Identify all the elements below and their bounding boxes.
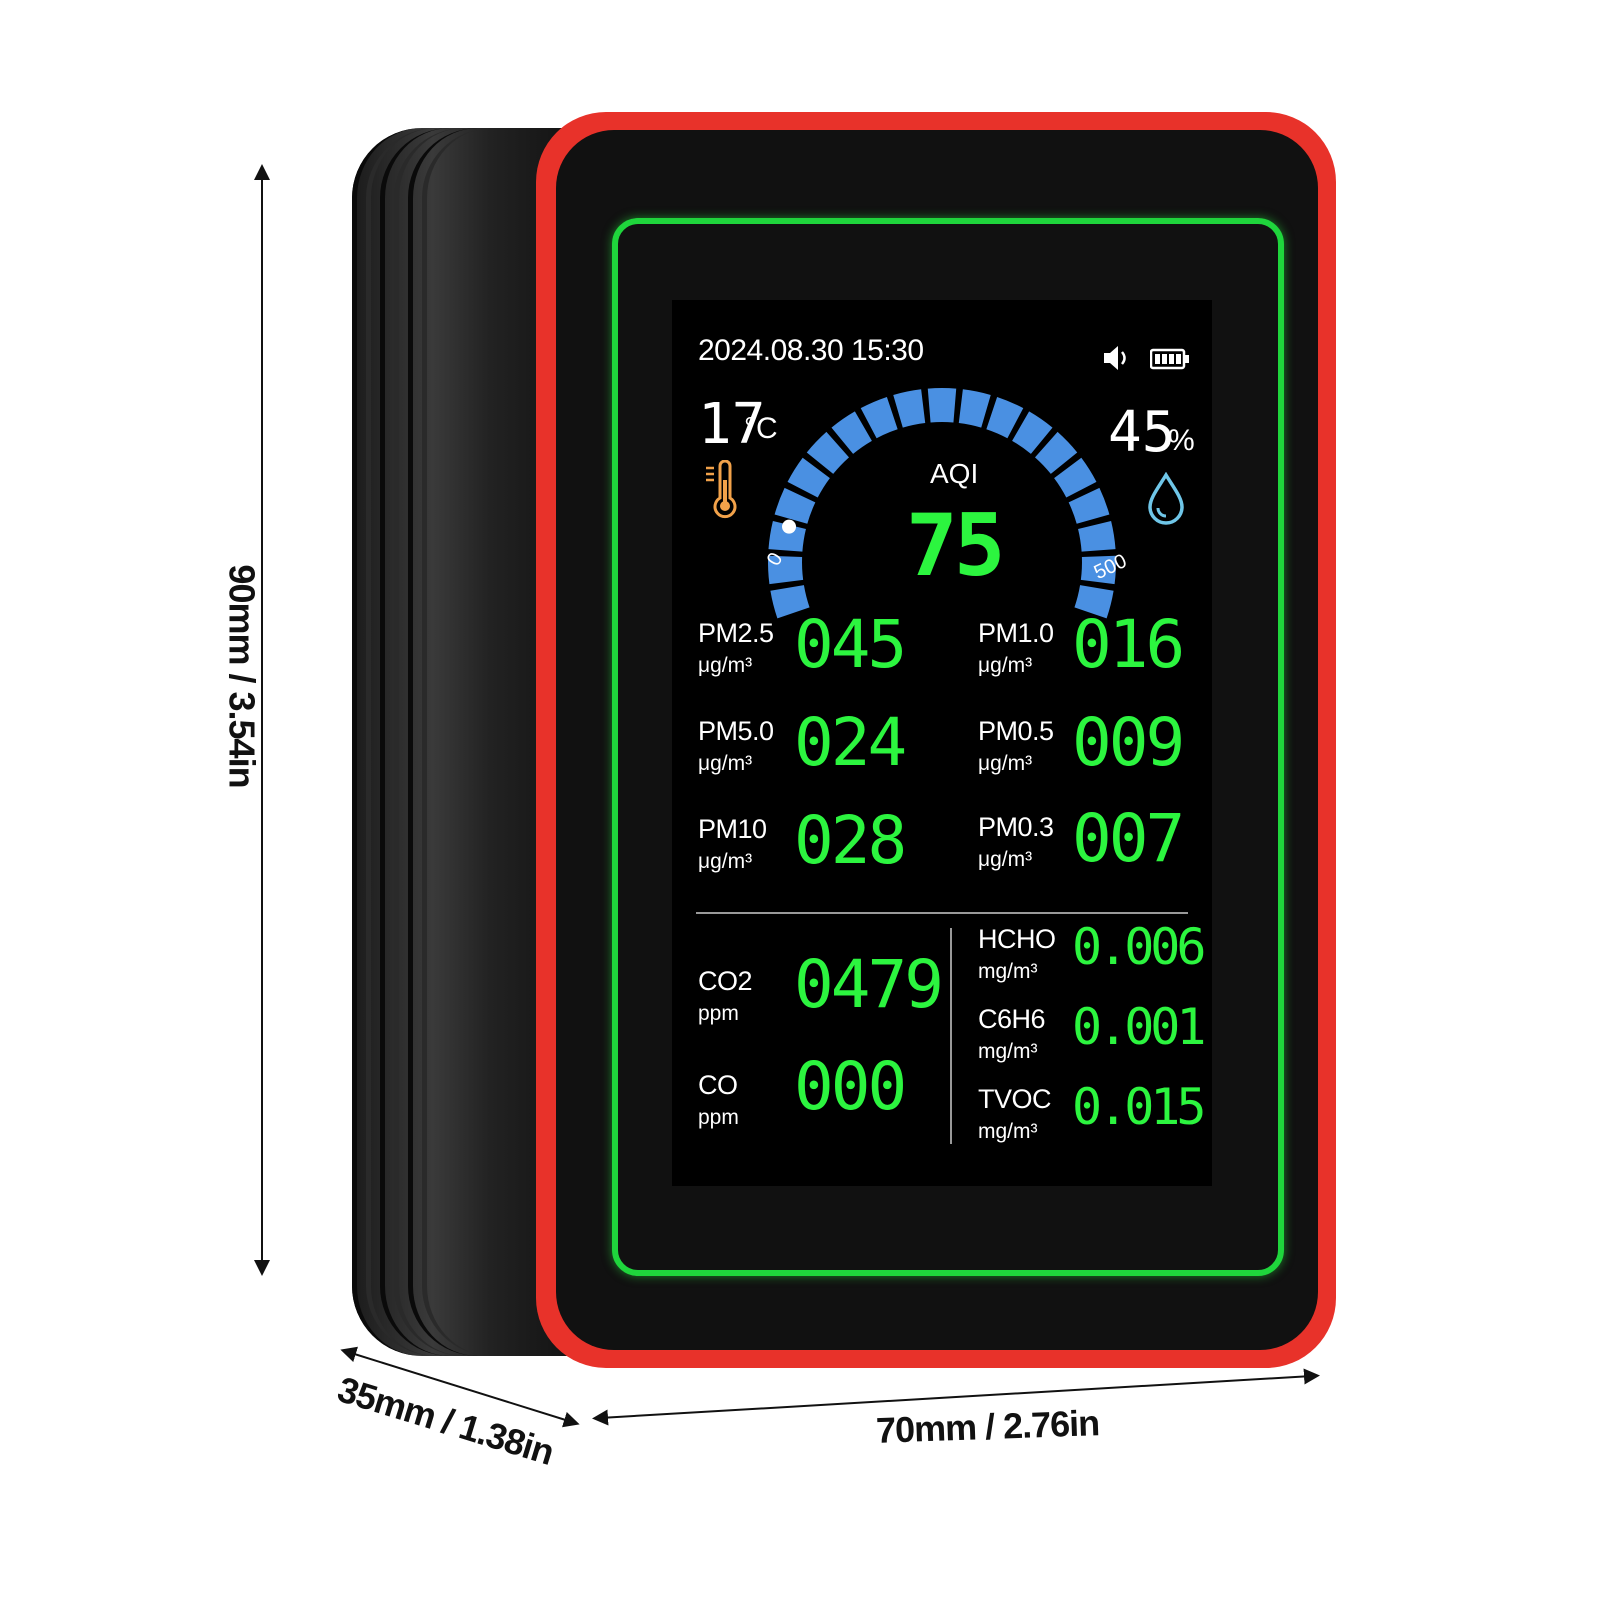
c6h6-label: C6H6 (978, 1004, 1046, 1034)
pm03-value: 007 (1072, 800, 1185, 877)
co-value: 000 (794, 1048, 907, 1125)
pm10-small-value: 016 (1072, 606, 1185, 683)
hcho-value: 0.006 (1072, 918, 1207, 976)
height-label: 90mm / 3.54in (221, 564, 263, 788)
gauge-segment (806, 431, 850, 474)
lcd-screen: 2024.08.30 15:30 17 °C 45 % AQI 75 0 500… (672, 300, 1212, 1186)
pm03-unit: μg/m³ (978, 848, 1033, 871)
pm25-unit: μg/m³ (698, 654, 753, 677)
pm10-small-label: PM1.0 (978, 618, 1054, 648)
pm03-label: PM0.3 (978, 812, 1054, 842)
glow-frame (612, 218, 1284, 1276)
hcho-unit: mg/m³ (978, 960, 1038, 983)
gauge-segment (1078, 520, 1116, 552)
gauge-segment (1068, 487, 1110, 524)
gauge-segment (1034, 431, 1078, 474)
humidity-unit: % (1168, 424, 1195, 457)
co2-value: 0479 (794, 946, 944, 1023)
pm10-label: PM10 (698, 814, 767, 844)
co-label: CO (698, 1070, 738, 1100)
gauge-segment (1054, 457, 1097, 498)
depth-arrow (340, 1346, 580, 1428)
pm25-value: 045 (794, 606, 907, 683)
width-label: 70mm / 2.76in (875, 1402, 1100, 1451)
gauge-segment (787, 457, 830, 498)
aqi-gauge (768, 388, 1116, 619)
width-arrow (592, 1368, 1320, 1426)
gauge-segment (1080, 555, 1116, 585)
divider-horizontal (696, 912, 1188, 914)
co2-unit: ppm (698, 1002, 739, 1025)
gauge-segment (986, 396, 1024, 439)
temperature-unit: °C (744, 412, 778, 445)
battery-icon (1150, 348, 1189, 370)
gauge-segment (1012, 411, 1053, 454)
speaker-icon (1104, 346, 1126, 370)
c6h6-value: 0.001 (1072, 998, 1207, 1056)
gauge-segment (831, 411, 872, 454)
tvoc-value: 0.015 (1072, 1078, 1207, 1136)
pm50-value: 024 (794, 704, 907, 781)
divider-vertical (950, 928, 952, 1144)
tvoc-label: TVOC (978, 1084, 1052, 1114)
hcho-label: HCHO (978, 924, 1056, 954)
gauge-segment (1074, 585, 1114, 619)
pm05-label: PM0.5 (978, 716, 1054, 746)
gauge-segment (893, 389, 926, 428)
co-unit: ppm (698, 1106, 739, 1129)
pm50-unit: μg/m³ (698, 752, 753, 775)
humidity-value: 45 (1108, 400, 1176, 465)
pm05-value: 009 (1072, 704, 1185, 781)
gauge-segment (770, 585, 810, 619)
gauge-segment (958, 389, 991, 428)
gauge-segment (774, 487, 816, 524)
co2-label: CO2 (698, 966, 753, 996)
gauge-indicator (782, 519, 797, 534)
aqi-value: 75 (906, 496, 1006, 596)
pm10-small-unit: μg/m³ (978, 654, 1033, 677)
datetime: 2024.08.30 15:30 (698, 334, 924, 367)
gauge-segment (860, 396, 898, 439)
pm50-label: PM5.0 (698, 716, 774, 746)
tvoc-unit: mg/m³ (978, 1120, 1038, 1143)
c6h6-unit: mg/m³ (978, 1040, 1038, 1063)
gauge-segment (927, 388, 957, 423)
gauge-segment (768, 520, 806, 552)
thermometer-icon (706, 460, 737, 519)
water-drop-icon (1148, 472, 1184, 525)
pm25-label: PM2.5 (698, 618, 774, 648)
pm10-unit: μg/m³ (698, 850, 753, 873)
temperature-value: 17 (698, 392, 766, 457)
aqi-label: AQI (930, 458, 979, 489)
pm10-value: 028 (794, 802, 907, 879)
pm05-unit: μg/m³ (978, 752, 1033, 775)
gauge-segment (768, 555, 804, 585)
